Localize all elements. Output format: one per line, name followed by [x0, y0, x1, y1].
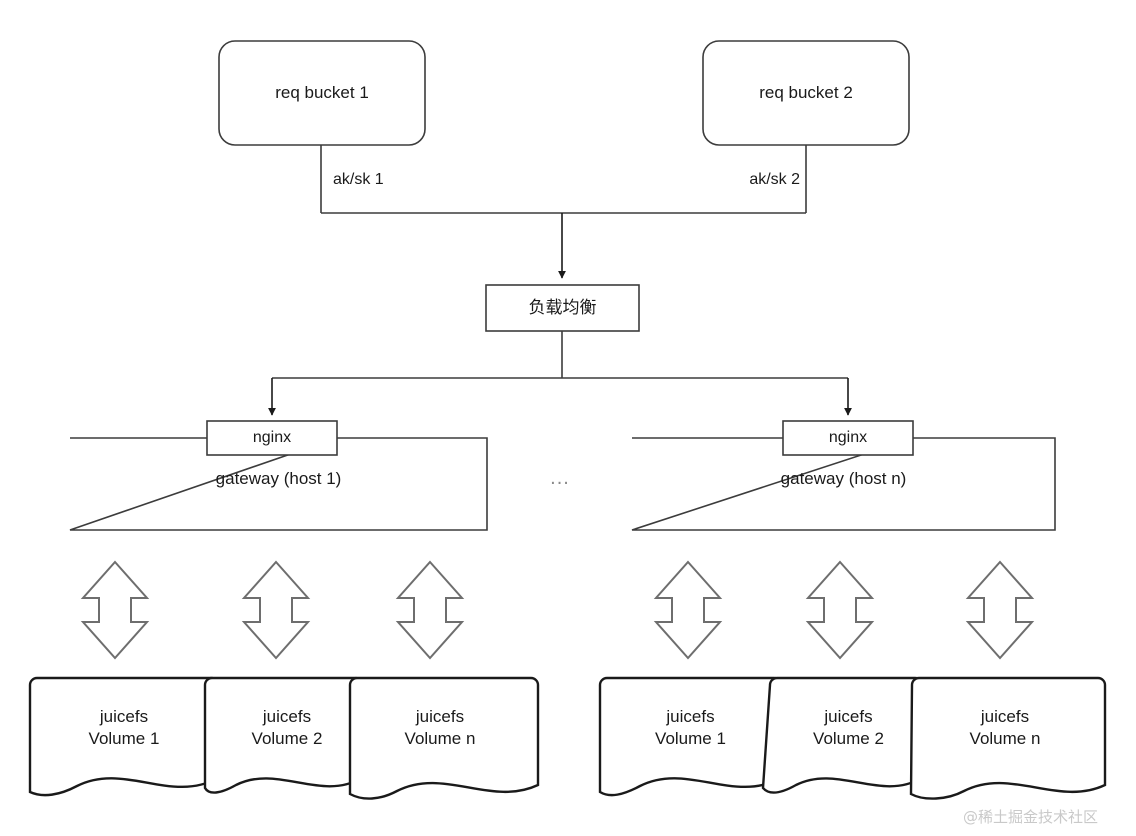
nginx-n-shape	[782, 420, 914, 456]
volume-1-n-shape	[348, 676, 540, 800]
volume-n-n-shape	[909, 676, 1107, 800]
bidirectional-arrow-n-3	[965, 560, 1035, 660]
gateway-host-n-shape	[631, 437, 1056, 531]
load-balancer-shape	[485, 284, 640, 332]
volume-n-2-shape	[761, 676, 924, 794]
nginx-1-shape	[206, 420, 338, 456]
volume-1-2-shape	[203, 676, 364, 794]
bidirectional-arrow-1-2	[241, 560, 311, 660]
watermark-label: @稀土掘金技术社区	[963, 808, 1099, 826]
bidirectional-arrow-n-2	[805, 560, 875, 660]
volume-n-1-shape	[598, 676, 783, 797]
gateway-host-1-shape	[69, 437, 488, 531]
req-bucket-1-shape	[218, 40, 426, 146]
volume-1-1-shape	[28, 676, 220, 797]
bidirectional-arrow-1-3	[395, 560, 465, 660]
bidirectional-arrow-n-1	[653, 560, 723, 660]
bidirectional-arrow-1-1	[80, 560, 150, 660]
req-bucket-2-shape	[702, 40, 910, 146]
